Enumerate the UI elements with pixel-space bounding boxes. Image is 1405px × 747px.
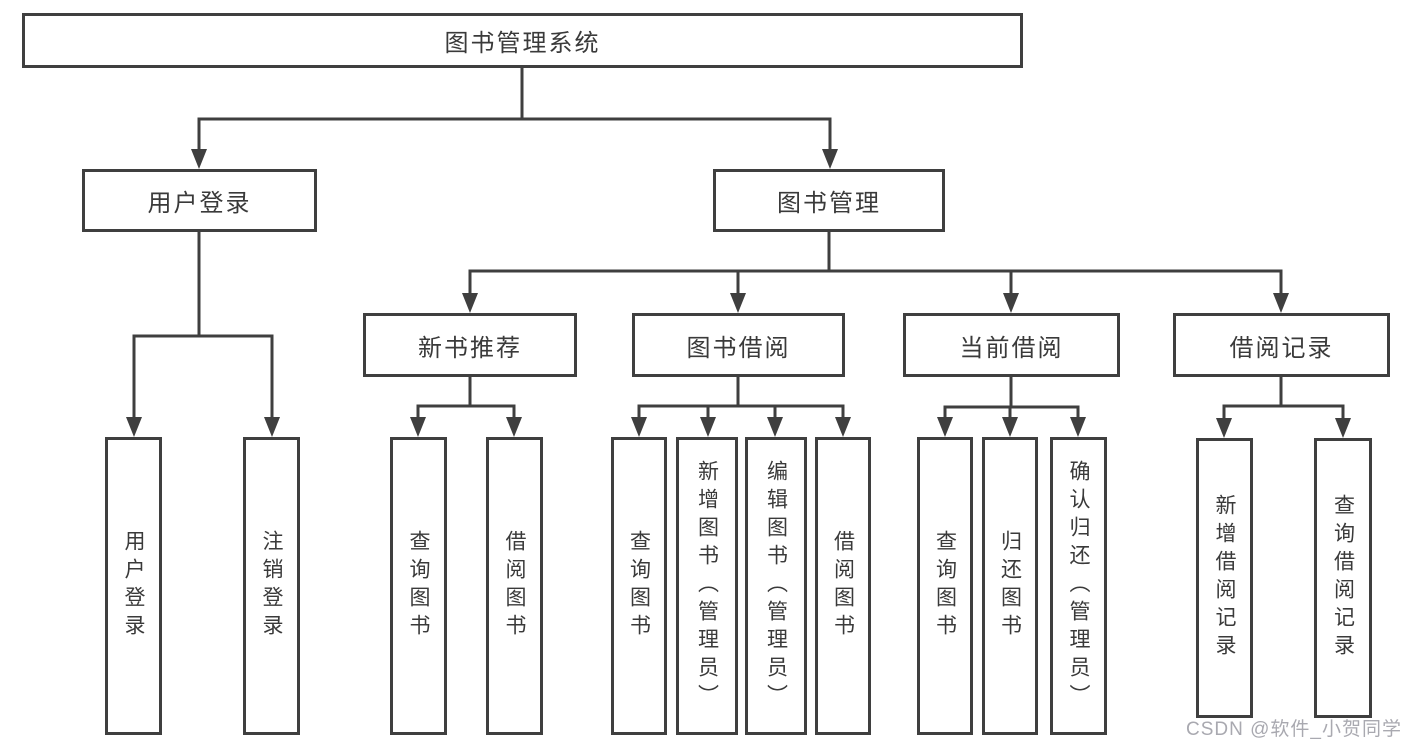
leaf-return-book: 归还图书 — [982, 437, 1038, 735]
leaf-query-books-current: 查询图书 — [917, 437, 973, 735]
leaf-user-login: 用户登录 — [105, 437, 162, 735]
leaf-edit-book-admin: 编辑图书（管理员） — [745, 437, 807, 735]
leaf-borrow-books-recommend: 借阅图书 — [486, 437, 543, 735]
leaf-add-borrow-record: 新增借阅记录 — [1196, 438, 1253, 718]
leaf-add-book-admin: 新增图书（管理员） — [676, 437, 738, 735]
csdn-watermark: CSDN @软件_小贺同学 — [1186, 719, 1402, 740]
leaf-query-books-borrow: 查询图书 — [611, 437, 667, 735]
leaf-borrow-books: 借阅图书 — [815, 437, 871, 735]
node-root: 图书管理系统 — [22, 13, 1023, 68]
node-current-borrow: 当前借阅 — [903, 313, 1120, 377]
leaf-query-books-recommend: 查询图书 — [390, 437, 447, 735]
leaf-confirm-return-admin: 确认归还（管理员） — [1050, 437, 1107, 735]
leaf-logout: 注销登录 — [243, 437, 300, 735]
node-book-management: 图书管理 — [713, 169, 945, 232]
node-book-borrow: 图书借阅 — [632, 313, 845, 377]
leaf-query-borrow-record: 查询借阅记录 — [1314, 438, 1372, 718]
node-user-login: 用户登录 — [82, 169, 317, 232]
node-new-book-recommend: 新书推荐 — [363, 313, 577, 377]
node-borrow-records: 借阅记录 — [1173, 313, 1390, 377]
